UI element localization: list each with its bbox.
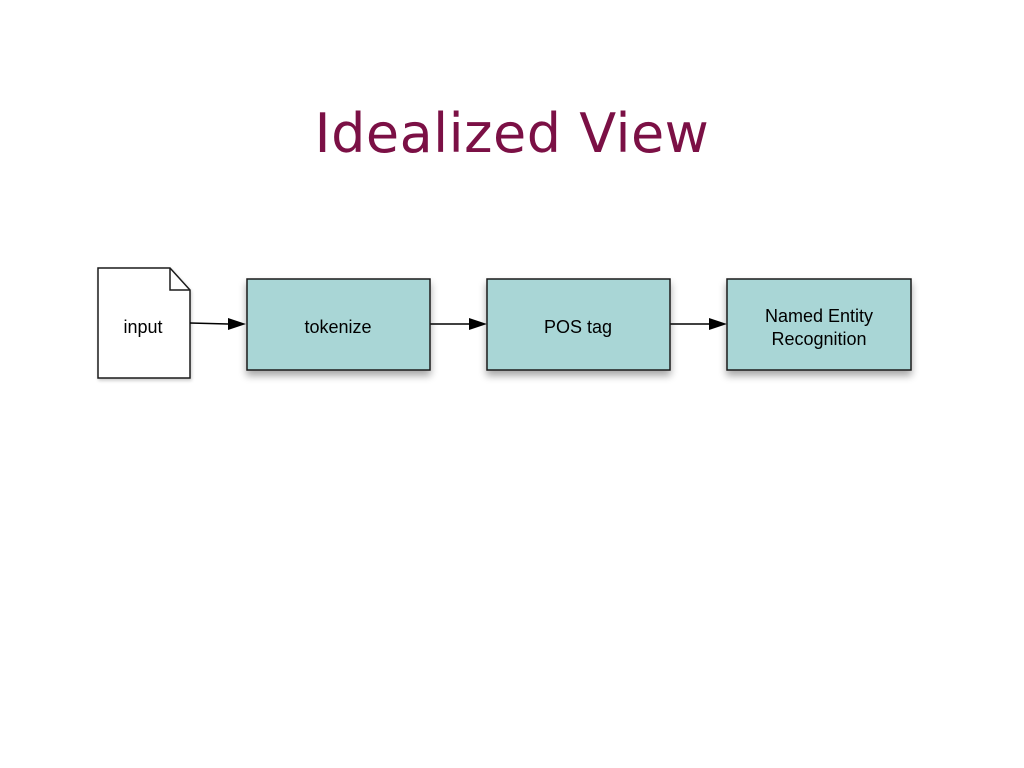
step-box: [486, 278, 671, 371]
step-label: tokenize: [304, 317, 371, 337]
step-box: [246, 278, 431, 371]
arrow-input-to-tokenize: [189, 318, 246, 330]
step-named-entity-recognition: Named Entity Recognition: [726, 278, 912, 371]
step-label: POS tag: [544, 317, 612, 337]
input-document-icon: [97, 267, 191, 379]
step-label-line-2: Recognition: [771, 329, 866, 349]
step-box: [726, 278, 912, 371]
step-pos-tag: POS tag: [486, 278, 671, 371]
step-tokenize: tokenize: [246, 278, 431, 371]
arrows: [189, 318, 727, 330]
arrow-tokenize-to-pos-tag: [430, 318, 487, 330]
arrow-pos-tag-to-ner: [670, 318, 727, 330]
slide-title: Idealized View: [314, 102, 710, 165]
step-label-line-1: Named Entity: [765, 306, 873, 326]
input-label: input: [123, 317, 162, 337]
